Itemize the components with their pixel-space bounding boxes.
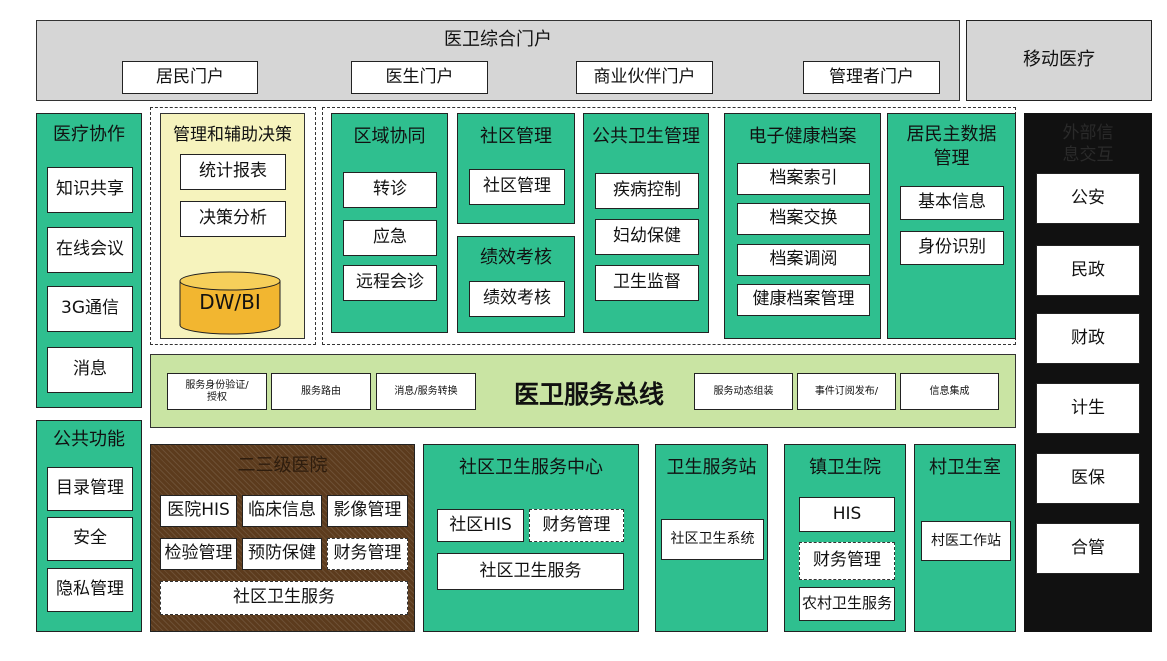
portal-panel: 医卫综合门户 居民门户 医生门户 商业伙伴门户 管理者门户 — [36, 20, 960, 101]
bus-routing[interactable]: 服务路由 — [271, 373, 371, 410]
catalog-management[interactable]: 目录管理 — [47, 467, 133, 511]
decision-dashed-group — [150, 107, 316, 345]
public-func-title: 公共功能 — [53, 429, 125, 450]
bus-message-transform[interactable]: 消息/服务转换 — [376, 373, 476, 410]
external-civil-affairs[interactable]: 民政 — [1036, 245, 1140, 296]
community-mgmt-panel: 社区管理 社区管理 — [457, 113, 575, 224]
performance-panel: 绩效考核 绩效考核 — [457, 236, 575, 333]
township-finance[interactable]: 财务管理 — [799, 542, 895, 580]
health-supervision[interactable]: 卫生监督 — [595, 265, 699, 301]
clinical-info[interactable]: 临床信息 — [242, 495, 322, 527]
township-his[interactable]: HIS — [799, 497, 895, 532]
hospital-panel: 二三级医院 医院HIS 临床信息 影像管理 检验管理 预防保健 财务管理 社区卫… — [150, 444, 415, 632]
preventive-care[interactable]: 预防保健 — [242, 538, 322, 570]
decision-analysis[interactable]: 决策分析 — [180, 201, 286, 237]
mobile-medical-label: 移动医疗 — [1023, 49, 1095, 71]
external-police[interactable]: 公安 — [1036, 173, 1140, 224]
statistics-report[interactable]: 统计报表 — [180, 154, 286, 190]
station-panel: 卫生服务站 社区卫生系统 — [655, 444, 768, 632]
public-health-title: 公共卫生管理 — [592, 126, 700, 147]
security[interactable]: 安全 — [47, 517, 133, 561]
external-title-line1: 外部信 — [1062, 123, 1114, 143]
village-doctor-workstation[interactable]: 村医工作站 — [921, 521, 1011, 561]
community-management[interactable]: 社区管理 — [469, 169, 565, 205]
bus-auth-line2: 授权 — [207, 391, 227, 403]
village-panel: 村卫生室 村医工作站 — [914, 444, 1016, 632]
external-finance[interactable]: 财政 — [1036, 313, 1140, 364]
collab-title: 医疗协作 — [53, 124, 125, 145]
public-func-panel: 公共功能 目录管理 安全 隐私管理 — [36, 420, 142, 632]
township-panel: 镇卫生院 HIS 财务管理 农村卫生服务 — [784, 444, 906, 632]
master-data-title-line1: 居民主数据 — [906, 124, 997, 145]
remote-consultation[interactable]: 远程会诊 — [343, 265, 437, 301]
hospital-finance[interactable]: 财务管理 — [327, 538, 408, 570]
regional-title: 区域协同 — [353, 126, 426, 147]
collab-message[interactable]: 消息 — [47, 347, 133, 393]
community-health-system[interactable]: 社区卫生系统 — [661, 519, 764, 560]
ehr-panel: 电子健康档案 档案索引 档案交换 档案调阅 健康档案管理 — [724, 113, 881, 339]
imaging-management[interactable]: 影像管理 — [327, 495, 408, 527]
referral[interactable]: 转诊 — [343, 172, 437, 208]
collab-online-meeting[interactable]: 在线会议 — [47, 227, 133, 273]
bus-auth-line1: 服务身份验证/ — [185, 380, 249, 391]
bus-auth[interactable]: 服务身份验证/ 授权 — [167, 373, 267, 410]
health-record-management[interactable]: 健康档案管理 — [737, 284, 870, 316]
hospital-community-service[interactable]: 社区卫生服务 — [160, 581, 408, 615]
hospital-his[interactable]: 医院HIS — [160, 495, 237, 527]
rural-health-service[interactable]: 农村卫生服务 — [799, 587, 895, 621]
external-title-line2: 息交互 — [1062, 145, 1114, 165]
village-title: 村卫生室 — [929, 457, 1001, 478]
regional-panel: 区域协同 转诊 应急 远程会诊 — [331, 113, 448, 333]
chc-community-service[interactable]: 社区卫生服务 — [437, 553, 624, 590]
performance-evaluation[interactable]: 绩效考核 — [469, 281, 565, 317]
ehr-title: 电子健康档案 — [748, 126, 857, 147]
external-family-planning[interactable]: 计生 — [1036, 383, 1140, 434]
privacy-management[interactable]: 隐私管理 — [47, 568, 133, 612]
external-panel: 外部信 息交互 公安 民政 财政 计生 医保 合管 — [1024, 113, 1152, 632]
decision-panel: 管理和辅助决策 统计报表 决策分析 DW/BI — [160, 113, 305, 339]
service-bus-panel: 服务身份验证/ 授权 服务路由 消息/服务转换 医卫服务总线 服务动态组装 事件… — [150, 354, 1016, 428]
record-access[interactable]: 档案调阅 — [737, 244, 870, 276]
emergency[interactable]: 应急 — [343, 220, 437, 256]
collab-knowledge-share[interactable]: 知识共享 — [47, 167, 133, 213]
external-rural-cooperative[interactable]: 合管 — [1036, 523, 1140, 574]
master-data-title-line2: 管理 — [933, 148, 970, 169]
bus-event-pubsub[interactable]: 事件订阅发布/ — [797, 373, 896, 410]
performance-title: 绩效考核 — [480, 247, 552, 268]
database-icon — [179, 271, 281, 335]
mobile-medical[interactable]: 移动医疗 — [966, 20, 1152, 101]
service-bus-title: 医卫服务总线 — [513, 380, 664, 409]
chc-panel: 社区卫生服务中心 社区HIS 财务管理 社区卫生服务 — [423, 444, 639, 632]
bus-dynamic-assembly[interactable]: 服务动态组装 — [694, 373, 793, 410]
collab-panel: 医疗协作 知识共享 在线会议 3G通信 消息 — [36, 113, 142, 408]
hospital-title: 二三级医院 — [237, 455, 328, 476]
station-title: 卫生服务站 — [666, 457, 757, 478]
record-index[interactable]: 档案索引 — [737, 163, 870, 195]
chc-his[interactable]: 社区HIS — [437, 509, 524, 542]
community-mgmt-title: 社区管理 — [480, 126, 552, 147]
chc-title: 社区卫生服务中心 — [459, 457, 603, 478]
decision-title: 管理和辅助决策 — [173, 125, 292, 145]
basic-info[interactable]: 基本信息 — [900, 186, 1004, 220]
maternal-child-health[interactable]: 妇幼保健 — [595, 219, 699, 255]
disease-control[interactable]: 疾病控制 — [595, 173, 699, 209]
bus-info-integration[interactable]: 信息集成 — [900, 373, 999, 410]
identity-recognition[interactable]: 身份识别 — [900, 231, 1004, 265]
external-medical-insurance[interactable]: 医保 — [1036, 453, 1140, 504]
portal-title: 医卫综合门户 — [444, 29, 552, 50]
portal-manager[interactable]: 管理者门户 — [803, 61, 940, 94]
lab-management[interactable]: 检验管理 — [160, 538, 237, 570]
record-exchange[interactable]: 档案交换 — [737, 203, 870, 235]
master-data-panel: 居民主数据 管理 基本信息 身份识别 — [887, 113, 1016, 339]
collab-3g[interactable]: 3G通信 — [47, 286, 133, 332]
portal-doctor[interactable]: 医生门户 — [351, 61, 488, 94]
township-title: 镇卫生院 — [809, 457, 881, 478]
chc-finance[interactable]: 财务管理 — [529, 509, 624, 542]
portal-partner[interactable]: 商业伙伴门户 — [576, 61, 713, 94]
public-health-panel: 公共卫生管理 疾病控制 妇幼保健 卫生监督 — [583, 113, 709, 333]
portal-resident[interactable]: 居民门户 — [122, 61, 258, 94]
database-label: DW/BI — [199, 290, 261, 314]
